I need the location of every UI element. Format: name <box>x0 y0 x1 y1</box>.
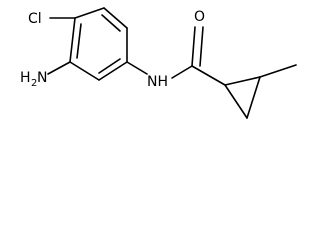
ring-bond-c4-c5 <box>98 61 128 81</box>
ring-bond-c2-c3 <box>103 7 128 29</box>
amino-n-label: N <box>37 70 47 86</box>
ring-bond-c1-c2 <box>74 7 105 19</box>
chemical-structure-diagram: Cl H 2 N NH O <box>20 7 297 119</box>
cyclopropane-bond-a <box>224 84 248 119</box>
ring-bond-c4-c5-inner <box>98 58 121 74</box>
ring-bond-c6-c1-inner <box>76 23 82 59</box>
ring-bond-c2-c3-inner <box>101 14 121 32</box>
bond-n-carbonyl <box>171 65 193 79</box>
bond-cyclopropane-methyl <box>259 64 297 78</box>
bond-carbonyl-o-1 <box>191 26 196 67</box>
bond-carbonyl-cyclopropane <box>191 65 226 86</box>
bond-ring-amino <box>47 61 71 75</box>
ring-bond-c5-c6 <box>69 61 100 81</box>
benzene-ring <box>69 7 128 81</box>
amino-h-label: H <box>20 70 31 86</box>
chlorine-label: Cl <box>28 11 42 27</box>
cyclopropane-bond-b <box>224 76 261 86</box>
cyclopropane-bond-c <box>246 76 261 119</box>
carbonyl-oxygen-label: O <box>194 9 205 25</box>
bond-ring-amide-n <box>126 61 148 75</box>
amino-subscript-label: 2 <box>31 78 37 89</box>
ring-bond-c6-c1 <box>69 17 76 63</box>
bond-carbonyl-o-2 <box>199 26 204 67</box>
amide-nh-label: NH <box>147 74 168 90</box>
